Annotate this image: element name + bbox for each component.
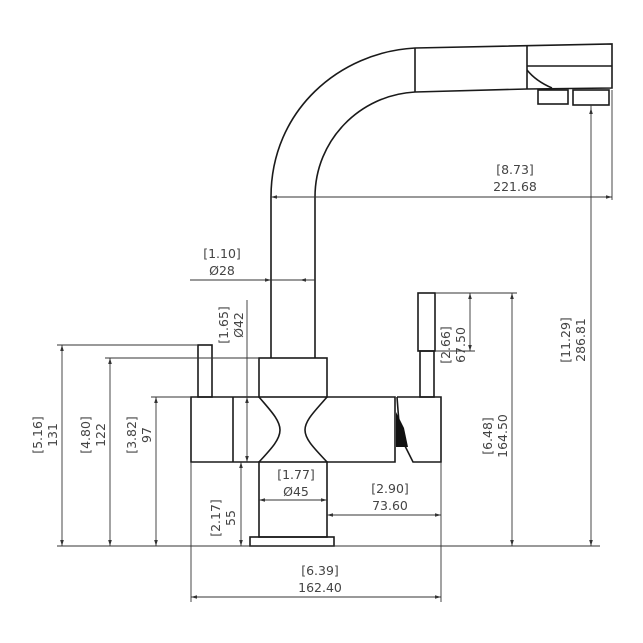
- faucet-outline: [190, 43, 613, 547]
- aerator: [537, 89, 569, 105]
- spout-dia-mm: Ø28: [209, 263, 235, 278]
- overall-width-mm: 162.40: [298, 580, 342, 595]
- left-handle: [197, 344, 213, 398]
- neck-top-mm: 122: [93, 423, 108, 447]
- right-offset-inch: [2.90]: [371, 481, 409, 496]
- lever-detail: [396, 412, 408, 447]
- body-left: [190, 396, 281, 463]
- right-handle-top-mm: 164.50: [495, 414, 510, 458]
- right-handle-height-mm: 67.50: [453, 327, 468, 363]
- body-bottom-inch: [2.17]: [208, 499, 223, 537]
- right-offset-mm: 73.60: [372, 498, 408, 513]
- base-dia-inch: [1.77]: [277, 467, 315, 482]
- neck-top-inch: [4.80]: [78, 416, 93, 454]
- left-handle-top-inch: [5.16]: [30, 416, 45, 454]
- dimension-labels: [8.73] 221.68 [1.10] Ø28 [1.65] Ø42 [2.6…: [30, 162, 588, 595]
- overall-width-inch: [6.39]: [301, 563, 339, 578]
- body-top-inch: [3.82]: [124, 416, 139, 454]
- base-dia-mm: Ø45: [283, 484, 309, 499]
- aerator: [572, 89, 610, 106]
- right-handle: [417, 292, 436, 352]
- body-bottom-mm: 55: [223, 510, 238, 526]
- handle-dia-mm: Ø42: [231, 312, 246, 338]
- spout-dia-inch: [1.10]: [203, 246, 241, 261]
- neck: [258, 357, 328, 398]
- extension-lines: [57, 90, 613, 602]
- body-top-mm: 97: [139, 427, 154, 443]
- right-handle-top-inch: [6.48]: [480, 417, 495, 455]
- left-handle-top-mm: 131: [45, 423, 60, 447]
- total-height-inch: [11.29]: [558, 317, 573, 363]
- spout: [270, 43, 613, 358]
- spout-reach-mm: 221.68: [493, 179, 537, 194]
- body-right: [304, 396, 396, 463]
- spout-reach-inch: [8.73]: [496, 162, 534, 177]
- right-handle-height-inch: [2.66]: [438, 326, 453, 364]
- handle-dia-inch: [1.65]: [216, 306, 231, 344]
- base-plate: [249, 536, 335, 547]
- dimension-lines: [60, 108, 612, 599]
- total-height-mm: 286.81: [573, 318, 588, 362]
